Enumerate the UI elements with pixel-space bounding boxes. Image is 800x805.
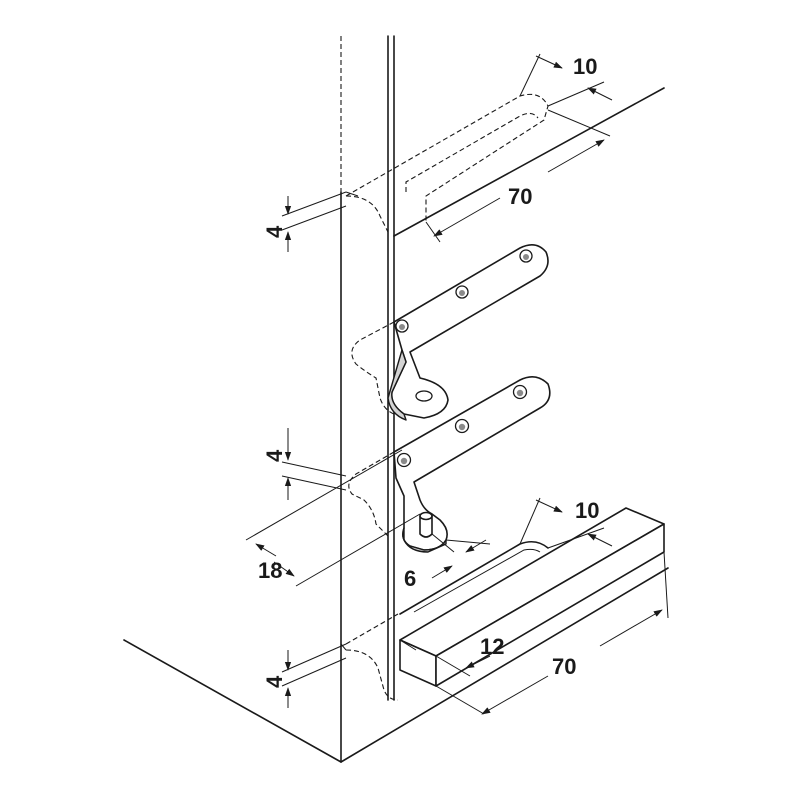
dim-6-ext-1 [431, 533, 455, 553]
dim-18-arrow-2 [273, 561, 295, 577]
dim-bot-10-label: 10 [575, 498, 599, 523]
top-recess-lip [345, 191, 359, 197]
base-front-edge [340, 567, 669, 763]
bottom-slot-inner [413, 548, 541, 613]
base-left-edge [123, 639, 342, 763]
upper-hinge-plate [351, 244, 549, 421]
upper-screw-hole-2-inner [459, 290, 465, 296]
bottom-recess-lip [340, 643, 347, 651]
upper-pivot-hole [415, 390, 433, 402]
top-recess-hidden-outline [345, 93, 549, 222]
top-recess [345, 93, 549, 233]
bottom-recess-hidden-curve [345, 649, 399, 701]
dim-top-4-label: 4 [262, 225, 287, 238]
dim-bot-10-ext-2 [547, 527, 605, 549]
dim-top-10-label: 10 [573, 54, 597, 79]
middle-screw-hole-2-inner [458, 423, 466, 431]
dim-18-ext-1 [245, 449, 403, 541]
dim-mid-4-label: 4 [262, 449, 287, 462]
middle-screw-hole-3-inner [516, 389, 524, 397]
middle-screw-hole-1-inner [400, 457, 408, 465]
dim-bot-4-ext-2 [281, 657, 347, 687]
dim-18-ext-2 [295, 513, 421, 587]
dim-mid-4-ext-2 [281, 475, 347, 491]
dim-6-label: 6 [404, 566, 416, 591]
dim-bot-70-line-b [599, 609, 663, 647]
top-recess-inner-hidden [405, 112, 539, 192]
pivot-pin-top [419, 511, 433, 521]
dim-bot-70-ext-1 [435, 685, 485, 715]
dim-top-70-ext-2 [425, 221, 441, 243]
dim-bot-70-label: 70 [552, 654, 576, 679]
dim-top-10-arrow-1 [535, 55, 563, 69]
dim-top-70-line-a [433, 197, 501, 237]
top-rail-edge [393, 87, 665, 237]
dim-18-label: 18 [258, 558, 282, 583]
dim-top-4-ext-1 [281, 191, 347, 217]
dim-bot-10-arrow-2 [587, 533, 613, 547]
dim-bot-70-line-a [481, 675, 549, 715]
upper-screw-hole-1-inner [399, 324, 405, 330]
dim-top-70-ext-1 [547, 109, 611, 137]
dim-top-70-label: 70 [508, 184, 532, 209]
bottom-recess-hidden-1 [345, 613, 399, 645]
dim-6-ext-2 [445, 539, 491, 545]
dimension-lines: 10 70 4 4 18 6 10 [245, 53, 669, 715]
upper-hinge-hidden-part [351, 321, 395, 415]
middle-hinge-plate [348, 376, 551, 553]
dim-bot-10-arrow-1 [535, 499, 563, 513]
dim-6-arrow-1 [431, 565, 453, 579]
upper-hinge-edge-shade [387, 349, 407, 421]
dim-12-line [465, 655, 491, 669]
dim-top-10-arrow-2 [587, 87, 613, 101]
dim-top-10-ext-1 [519, 53, 541, 97]
dim-bot-4-ext-1 [281, 643, 347, 673]
dim-12-ext-1 [435, 655, 471, 677]
dim-mid-4-ext-1 [281, 461, 347, 477]
dim-bot-10-ext-1 [519, 497, 541, 545]
middle-hinge-edge-shade [402, 527, 447, 553]
upper-screw-hole-3-inner [523, 254, 529, 260]
dim-12-label: 12 [480, 634, 504, 659]
dim-6-arrow-2 [465, 539, 487, 553]
bottom-assembly [340, 507, 665, 701]
dim-bot-70-ext-2 [663, 551, 669, 619]
dim-bot-4-label: 4 [262, 675, 287, 688]
dim-12-ext-2 [399, 639, 417, 651]
pivot-pin-body [419, 515, 433, 538]
dim-top-10-ext-2 [547, 81, 605, 107]
dim-top-4-ext-2 [281, 205, 347, 231]
dim-18-arrow-1 [255, 543, 277, 557]
top-recess-curve [345, 195, 389, 233]
dim-top-70-line-b [547, 139, 605, 173]
cabinet-outline [123, 35, 669, 763]
